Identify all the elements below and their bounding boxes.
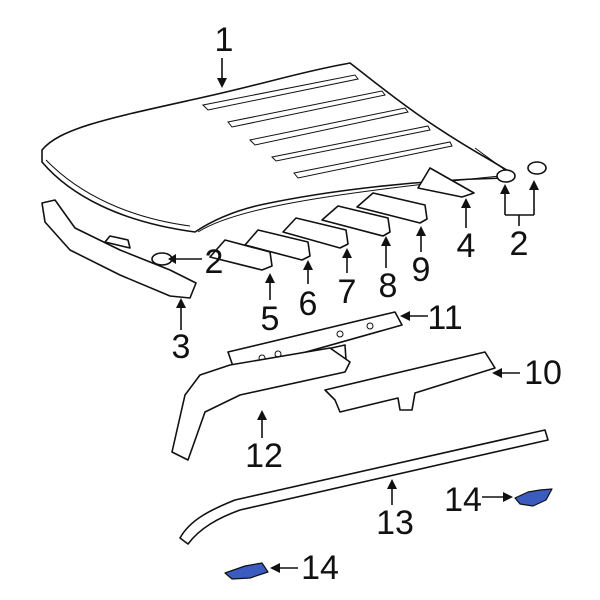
leader-lines xyxy=(168,58,539,573)
callout-11[interactable]: 11 xyxy=(427,299,463,337)
callout-3[interactable]: 3 xyxy=(171,328,191,366)
callout-8[interactable]: 8 xyxy=(378,267,398,305)
callout-4[interactable]: 4 xyxy=(456,227,476,265)
callout-12[interactable]: 12 xyxy=(245,437,283,475)
callout-6[interactable]: 6 xyxy=(298,285,318,323)
callout-13[interactable]: 13 xyxy=(376,504,414,542)
callout-14[interactable]: 14 xyxy=(444,481,482,519)
callout-1[interactable]: 1 xyxy=(214,21,234,59)
bracket-part-left[interactable] xyxy=(224,562,269,580)
roof-molding-part[interactable] xyxy=(179,429,549,545)
bracket-part-right[interactable] xyxy=(514,488,553,507)
plugs[interactable] xyxy=(151,161,547,266)
callout-9[interactable]: 9 xyxy=(411,251,431,289)
callout-2[interactable]: 2 xyxy=(204,243,224,281)
callout-10[interactable]: 10 xyxy=(524,354,562,392)
callout-2[interactable]: 2 xyxy=(509,225,529,263)
callout-5[interactable]: 5 xyxy=(260,300,280,338)
inner-side-rail-part[interactable] xyxy=(171,347,351,461)
callout-7[interactable]: 7 xyxy=(337,273,357,311)
front-header-part[interactable] xyxy=(41,199,197,299)
roof-bows[interactable] xyxy=(209,167,475,271)
side-rail-part[interactable] xyxy=(324,351,496,413)
callout-14[interactable]: 14 xyxy=(301,549,339,587)
roof-panel-part[interactable] xyxy=(41,62,511,233)
